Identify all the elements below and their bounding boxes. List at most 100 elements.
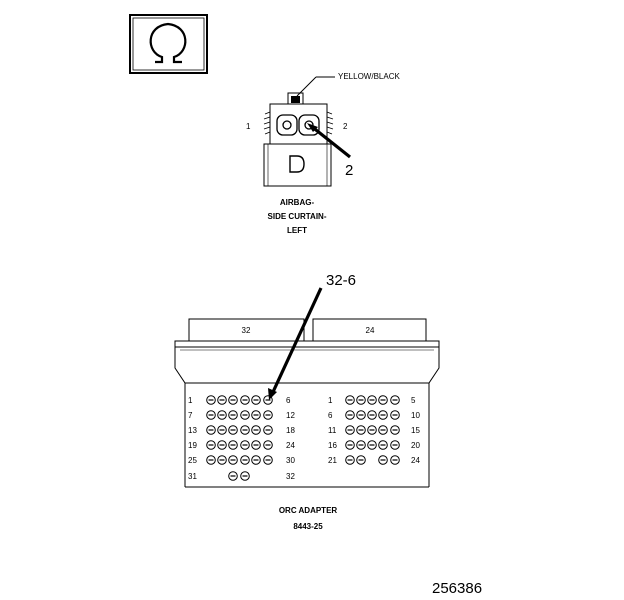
right-row-2-start: 6 bbox=[328, 411, 333, 420]
right-row-1-start: 1 bbox=[328, 396, 333, 405]
cavity-left-20 bbox=[217, 440, 227, 450]
cavity-right-23 bbox=[378, 455, 388, 465]
right-row-4-start: 16 bbox=[328, 441, 337, 450]
right-row-2-end: 10 bbox=[411, 411, 420, 420]
cavity-left-7 bbox=[206, 410, 216, 420]
cavity-left-9 bbox=[228, 410, 238, 420]
cavity-left-24 bbox=[263, 440, 273, 450]
cavity-left-19 bbox=[206, 440, 216, 450]
cavity-left-13 bbox=[206, 425, 216, 435]
cavity-left-8 bbox=[217, 410, 227, 420]
cavity-left-14 bbox=[217, 425, 227, 435]
wire-color-leader bbox=[296, 76, 317, 97]
cavity-left-23 bbox=[251, 440, 261, 450]
cavity-left-1 bbox=[206, 395, 216, 405]
airbag-pin-1-label: 1 bbox=[246, 122, 251, 131]
terminal-cavities bbox=[206, 395, 400, 481]
left-row-3-end: 18 bbox=[286, 426, 295, 435]
cavity-right-18 bbox=[367, 440, 377, 450]
tab-24-label: 24 bbox=[366, 326, 375, 335]
cavity-right-5 bbox=[390, 395, 400, 405]
cavity-right-8 bbox=[367, 410, 377, 420]
left-row-5-end: 30 bbox=[286, 456, 295, 465]
cavity-right-10 bbox=[390, 410, 400, 420]
cavity-right-16 bbox=[345, 440, 355, 450]
cavity-right-14 bbox=[378, 425, 388, 435]
pin-2-callout-leader bbox=[310, 124, 351, 159]
adapter-part-number: 8443-25 bbox=[293, 522, 323, 531]
airbag-name-line-1: AIRBAG- bbox=[280, 198, 315, 207]
cavity-left-25 bbox=[206, 455, 216, 465]
cavity-left-16 bbox=[240, 425, 250, 435]
cavity-right-13 bbox=[367, 425, 377, 435]
left-row-6-start: 31 bbox=[188, 472, 197, 481]
cavity-right-19 bbox=[378, 440, 388, 450]
right-row-5-start: 21 bbox=[328, 456, 337, 465]
right-row-3-end: 15 bbox=[411, 426, 420, 435]
cavity-right-12 bbox=[356, 425, 366, 435]
left-row-5-start: 25 bbox=[188, 456, 197, 465]
right-row-3-start: 11 bbox=[328, 426, 337, 435]
cavity-left-12 bbox=[263, 410, 273, 420]
cavity-right-4 bbox=[378, 395, 388, 405]
cavity-right-15 bbox=[390, 425, 400, 435]
left-row-4-start: 19 bbox=[188, 441, 197, 450]
left-row-1-start: 1 bbox=[188, 396, 193, 405]
cavity-right-22 bbox=[356, 455, 366, 465]
tab-32-label: 32 bbox=[242, 326, 251, 335]
pin-32-6-callout-arrow bbox=[268, 388, 277, 400]
cavity-right-9 bbox=[378, 410, 388, 420]
right-row-4-end: 20 bbox=[411, 441, 420, 450]
pin-2-callout-arrow bbox=[307, 123, 318, 132]
cavity-left-27 bbox=[228, 455, 238, 465]
cavity-right-17 bbox=[356, 440, 366, 450]
cavity-left-32 bbox=[240, 471, 250, 481]
cavity-right-3 bbox=[367, 395, 377, 405]
cavity-left-15 bbox=[228, 425, 238, 435]
cavity-right-11 bbox=[345, 425, 355, 435]
right-row-1-end: 5 bbox=[411, 396, 416, 405]
orc-adapter-connector bbox=[174, 318, 440, 488]
airbag-pin-2-label: 2 bbox=[343, 122, 348, 131]
cavity-left-31 bbox=[228, 471, 238, 481]
cavity-right-6 bbox=[345, 410, 355, 420]
airbag-connector bbox=[263, 92, 334, 187]
cavity-right-2 bbox=[356, 395, 366, 405]
cavity-left-18 bbox=[263, 425, 273, 435]
cavity-left-21 bbox=[228, 440, 238, 450]
cavity-right-1 bbox=[345, 395, 355, 405]
cavity-right-24 bbox=[390, 455, 400, 465]
cavity-left-2 bbox=[217, 395, 227, 405]
airbag-name-line-3: LEFT bbox=[287, 226, 307, 235]
figure-id: 256386 bbox=[432, 580, 482, 597]
cavity-left-26 bbox=[217, 455, 227, 465]
left-row-6-end: 32 bbox=[286, 472, 295, 481]
cavity-left-10 bbox=[240, 410, 250, 420]
pin-2-callout: 2 bbox=[345, 162, 353, 179]
cavity-right-20 bbox=[390, 440, 400, 450]
left-row-4-end: 24 bbox=[286, 441, 295, 450]
left-row-2-end: 12 bbox=[286, 411, 295, 420]
cavity-left-28 bbox=[240, 455, 250, 465]
cavity-right-21 bbox=[345, 455, 355, 465]
wire-color-label: YELLOW/BLACK bbox=[338, 72, 400, 81]
cavity-left-3 bbox=[228, 395, 238, 405]
cavity-left-30 bbox=[263, 455, 273, 465]
left-row-1-end: 6 bbox=[286, 396, 291, 405]
cavity-left-5 bbox=[251, 395, 261, 405]
cavity-left-17 bbox=[251, 425, 261, 435]
left-row-2-start: 7 bbox=[188, 411, 193, 420]
pin-32-6-callout: 32-6 bbox=[326, 272, 356, 289]
adapter-name: ORC ADAPTER bbox=[279, 506, 338, 515]
right-row-5-end: 24 bbox=[411, 456, 420, 465]
airbag-name-line-2: SIDE CURTAIN- bbox=[268, 212, 327, 221]
cavity-right-7 bbox=[356, 410, 366, 420]
cavity-left-22 bbox=[240, 440, 250, 450]
cavity-left-29 bbox=[251, 455, 261, 465]
pin-32-6-callout-leader bbox=[271, 287, 323, 393]
left-row-3-start: 13 bbox=[188, 426, 197, 435]
ohm-resistance-icon bbox=[129, 14, 208, 74]
cavity-left-4 bbox=[240, 395, 250, 405]
cavity-left-11 bbox=[251, 410, 261, 420]
